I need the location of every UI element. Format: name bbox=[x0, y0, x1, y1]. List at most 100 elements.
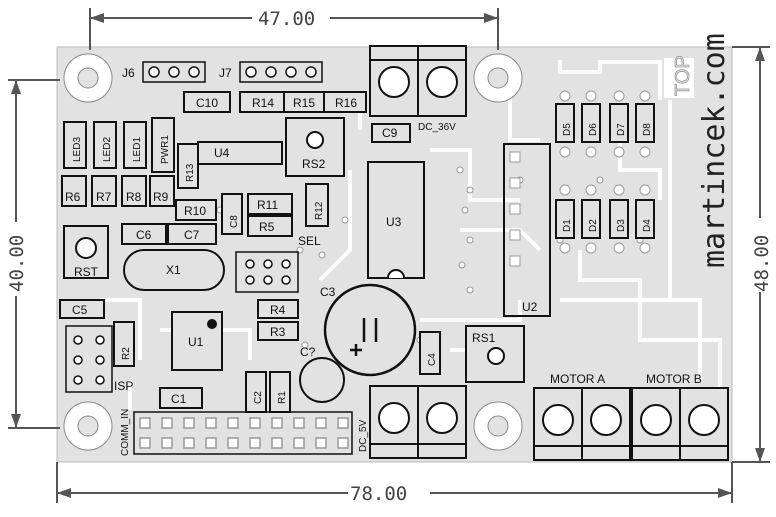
label-C9: C9 bbox=[382, 126, 398, 140]
label-R15: R15 bbox=[293, 96, 315, 110]
header-sel bbox=[235, 251, 299, 293]
connector-motor-b bbox=[631, 387, 729, 461]
connector-dc36v bbox=[369, 45, 467, 117]
label-RST: RST bbox=[74, 265, 99, 279]
brand-text: martincek.com bbox=[697, 33, 732, 268]
label-U2: U2 bbox=[522, 300, 538, 314]
dim-right-text: 48.00 bbox=[751, 235, 773, 292]
label-D6: D6 bbox=[588, 123, 599, 136]
trimmer-rs2 bbox=[285, 117, 345, 177]
label-R11: R11 bbox=[257, 198, 278, 212]
res-r13 bbox=[177, 143, 199, 189]
label-C7: C7 bbox=[184, 228, 200, 242]
label-R9: R9 bbox=[153, 190, 169, 204]
label-U1: U1 bbox=[188, 335, 204, 349]
label-RS1: RS1 bbox=[472, 331, 496, 345]
label-R4: R4 bbox=[270, 303, 286, 317]
label-RS2: RS2 bbox=[302, 157, 326, 171]
label-D1: D1 bbox=[562, 219, 573, 232]
res-mid-group bbox=[175, 183, 329, 237]
label-LED2: LED2 bbox=[102, 137, 113, 162]
label-D2: D2 bbox=[588, 219, 599, 232]
label-SEL: SEL bbox=[298, 234, 321, 248]
label-R7: R7 bbox=[96, 190, 112, 204]
caps-c6-c7 bbox=[121, 223, 217, 245]
label-COMM-IN: COMM_IN bbox=[120, 409, 131, 456]
trimmer-rs1 bbox=[465, 325, 525, 383]
label-C3: C3 bbox=[320, 285, 336, 299]
res-row-r6-r9 bbox=[61, 175, 175, 207]
label-Cq: C? bbox=[300, 345, 316, 359]
label-MOTOR-B: MOTOR B bbox=[646, 372, 702, 386]
label-J6: J6 bbox=[122, 66, 135, 80]
cap-cq bbox=[299, 357, 345, 403]
label-PWR1: PWR1 bbox=[160, 135, 171, 164]
diode-pads bbox=[559, 90, 651, 254]
res-r2 bbox=[113, 321, 135, 367]
label-R12: R12 bbox=[314, 201, 325, 220]
label-D3: D3 bbox=[616, 219, 627, 232]
label-C6: C6 bbox=[136, 228, 152, 242]
label-C10: C10 bbox=[196, 96, 218, 110]
diodes bbox=[555, 103, 655, 239]
label-J7: J7 bbox=[219, 66, 232, 80]
label-R5: R5 bbox=[259, 220, 275, 234]
label-C4: C4 bbox=[427, 353, 438, 366]
label-C2: C2 bbox=[253, 391, 264, 404]
smd-pads-top bbox=[183, 91, 367, 113]
label-R10: R10 bbox=[184, 204, 206, 218]
label-C8: C8 bbox=[229, 215, 240, 228]
label-R2: R2 bbox=[121, 347, 132, 360]
dimension-left bbox=[8, 79, 60, 429]
label-R3: R3 bbox=[270, 325, 286, 339]
connector-motor-a bbox=[533, 387, 631, 461]
chip-u2 bbox=[503, 143, 551, 317]
label-R8: R8 bbox=[126, 190, 142, 204]
dim-top-text: 47.00 bbox=[258, 8, 315, 30]
header-j7 bbox=[239, 61, 323, 83]
label-R1: R1 bbox=[277, 391, 288, 404]
dim-bottom-text: 78.00 bbox=[350, 483, 407, 505]
top-label: TOP bbox=[672, 55, 694, 96]
label-R16: R16 bbox=[335, 96, 357, 110]
res-r4-r3 bbox=[257, 299, 299, 341]
mounting-holes bbox=[63, 53, 523, 451]
top-label-box bbox=[664, 58, 694, 98]
label-LED3: LED3 bbox=[72, 137, 83, 162]
chip-u1 bbox=[171, 311, 223, 371]
dimension-right bbox=[732, 46, 770, 463]
label-DC36V: DC_36V bbox=[418, 122, 456, 133]
u2-pads bbox=[509, 151, 521, 267]
reset-button bbox=[63, 225, 109, 279]
chip-u3 bbox=[367, 161, 425, 279]
cap-c5 bbox=[59, 299, 105, 319]
label-U3: U3 bbox=[386, 215, 402, 229]
led-group bbox=[63, 117, 175, 173]
label-U4: U4 bbox=[214, 146, 230, 160]
dim-left-text: 40.00 bbox=[6, 235, 28, 292]
label-R13: R13 bbox=[185, 163, 196, 182]
label-R14: R14 bbox=[252, 96, 274, 110]
label-D8: D8 bbox=[642, 123, 653, 136]
cap-c1 bbox=[159, 387, 203, 409]
cap-c9 bbox=[371, 123, 411, 143]
header-comm-in bbox=[133, 411, 353, 455]
label-X1: X1 bbox=[166, 263, 181, 277]
crystal-x1 bbox=[123, 249, 225, 291]
dimension-top bbox=[89, 8, 499, 50]
chip-u4 bbox=[197, 141, 283, 165]
label-R6: R6 bbox=[65, 190, 81, 204]
cap-c3 bbox=[323, 283, 417, 377]
label-C1: C1 bbox=[171, 392, 187, 406]
label-C5: C5 bbox=[72, 303, 88, 317]
label-D7: D7 bbox=[616, 123, 627, 136]
header-isp bbox=[65, 325, 113, 393]
cap-c2-res-r1 bbox=[245, 371, 291, 413]
connector-dc5v bbox=[369, 385, 467, 459]
label-D5: D5 bbox=[562, 123, 573, 136]
label-D4: D4 bbox=[642, 219, 653, 232]
dimension-bottom bbox=[56, 462, 733, 503]
header-j6 bbox=[142, 61, 206, 83]
label-LED1: LED1 bbox=[132, 137, 143, 162]
